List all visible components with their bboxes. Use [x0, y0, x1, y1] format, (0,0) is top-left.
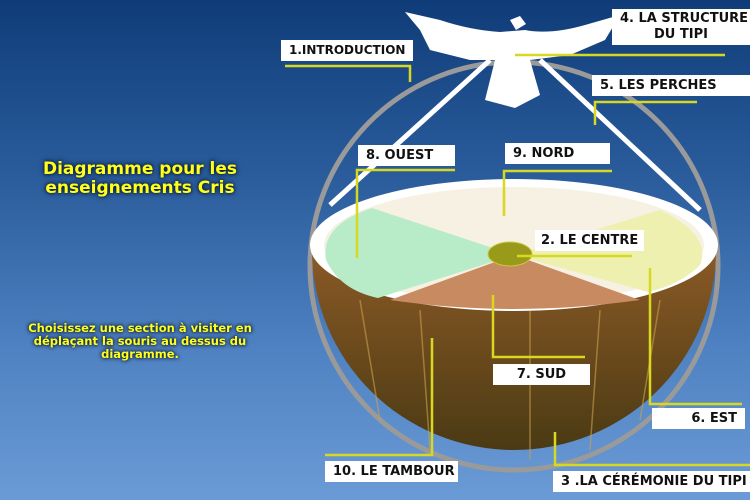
- center-section[interactable]: [487, 241, 533, 267]
- label-est[interactable]: 6. EST: [652, 408, 745, 429]
- label-sud[interactable]: 7. SUD: [493, 364, 590, 385]
- label-ceremonie-du-tipi[interactable]: 3 .LA CÉRÉMONIE DU TIPI: [553, 471, 750, 492]
- page-title: Diagramme pour les enseignements Cris: [42, 159, 238, 198]
- label-le-tambour[interactable]: 10. LE TAMBOUR: [325, 461, 458, 482]
- label-le-centre[interactable]: 2. LE CENTRE: [535, 230, 645, 251]
- label-structure-du-tipi[interactable]: 4. LA STRUCTURE DU TIPI: [612, 9, 750, 45]
- eagle-icon[interactable]: [405, 12, 620, 108]
- label-les-perches[interactable]: 5. LES PERCHES: [592, 75, 750, 96]
- label-introduction[interactable]: 1.INTRODUCTION: [281, 40, 414, 61]
- west-section[interactable]: [325, 208, 514, 298]
- label-nord[interactable]: 9. NORD: [505, 143, 610, 164]
- south-section[interactable]: [390, 255, 640, 309]
- leader-lines: [285, 53, 750, 467]
- label-ouest[interactable]: 8. OUEST: [358, 145, 455, 166]
- instructions-text: Choisissez une section à visiter en dépl…: [28, 321, 252, 361]
- label-structure-line2: DU TIPI: [654, 27, 708, 42]
- east-section[interactable]: [514, 210, 703, 292]
- label-structure-line1: 4. LA STRUCTURE: [620, 11, 749, 26]
